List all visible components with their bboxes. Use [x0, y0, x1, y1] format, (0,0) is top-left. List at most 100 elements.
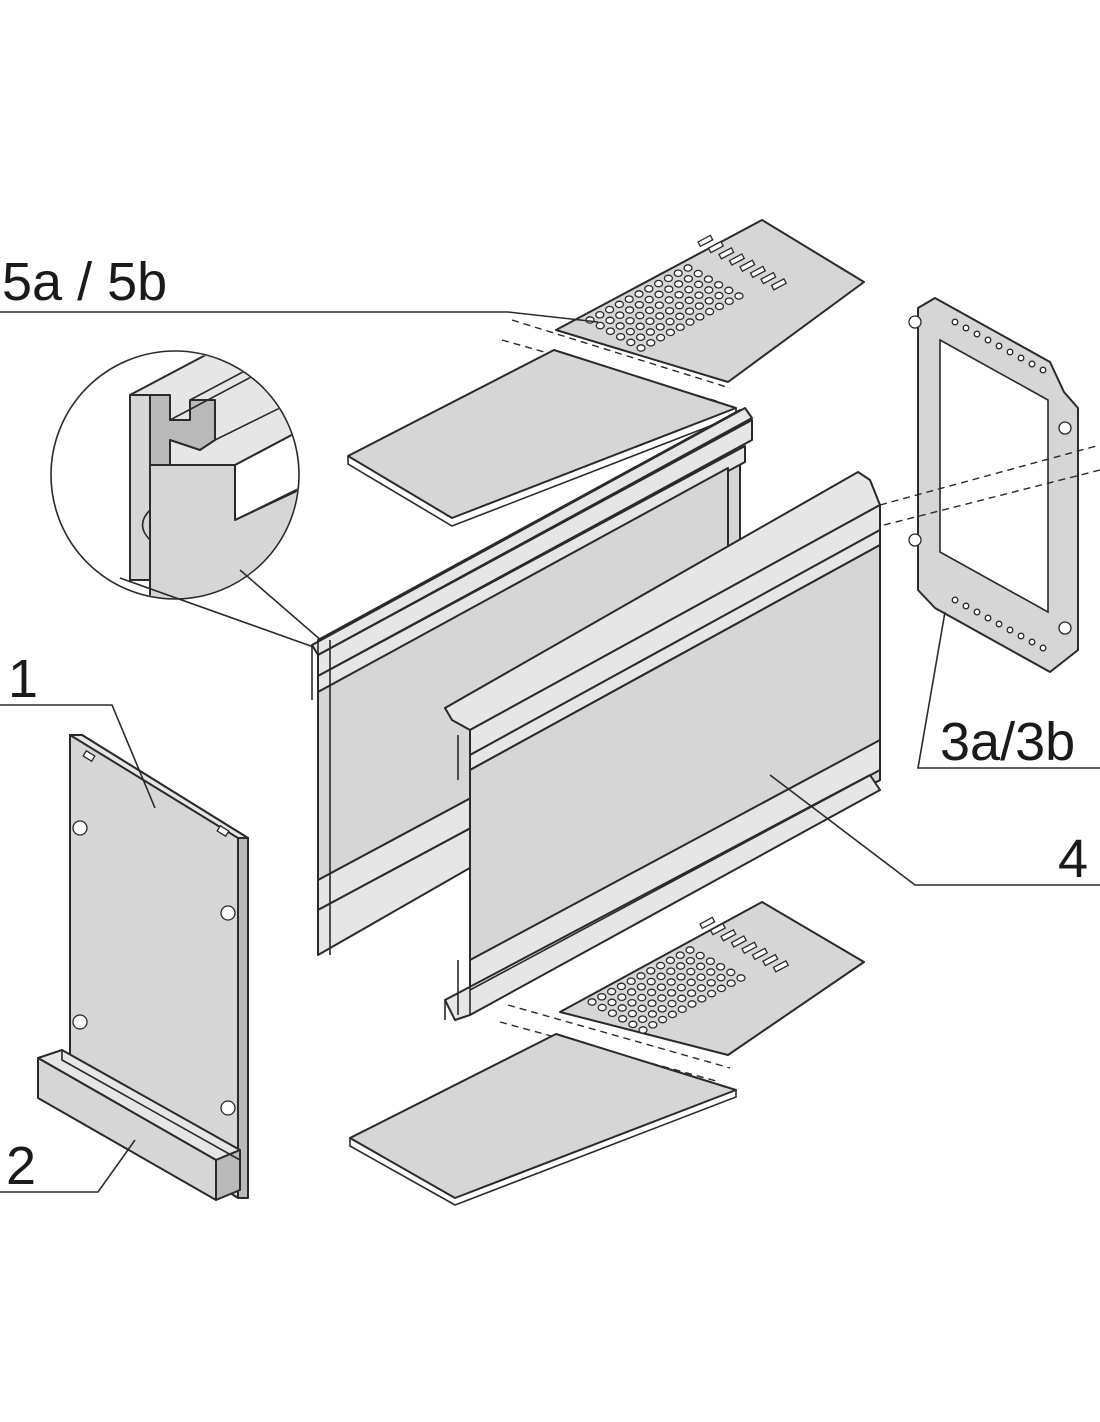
- perforation-hole: [637, 1004, 647, 1013]
- perforation-hole: [667, 999, 677, 1008]
- perforation-hole: [684, 285, 694, 294]
- frame-hole: [962, 324, 970, 332]
- perforation-hole: [716, 984, 727, 993]
- frame-mounting-hole: [1058, 621, 1072, 635]
- frame-hole: [973, 330, 981, 338]
- front-panel-mounting-hole: [72, 1014, 88, 1030]
- perforation-hole: [595, 310, 605, 319]
- perforation-hole: [605, 316, 615, 325]
- perforation-hole: [645, 328, 656, 336]
- frame-hole: [973, 608, 981, 616]
- right-side-profile: [444, 471, 881, 1021]
- leader-line-3a-3b: [917, 611, 1100, 769]
- perforation-hole: [625, 316, 635, 325]
- leader-line-2: [0, 1139, 136, 1193]
- perforation-hole: [697, 994, 707, 1003]
- perforation-slot: [772, 959, 790, 973]
- frame-hole: [1039, 366, 1047, 374]
- perforation-hole: [626, 977, 636, 986]
- perforation-hole: [675, 951, 685, 960]
- frame-hole: [1006, 626, 1014, 634]
- perforation-hole: [615, 322, 625, 330]
- perforation-hole: [626, 988, 637, 996]
- perforation-hole: [675, 323, 685, 332]
- perforation-hole: [666, 967, 676, 976]
- perforation-hole: [636, 982, 647, 991]
- perforation-hole: [714, 291, 724, 300]
- frame-hole: [951, 318, 959, 326]
- top-cover-hole-pattern: [585, 264, 744, 352]
- front-panel-slot: [216, 824, 230, 838]
- perforation-hole: [634, 290, 644, 298]
- perforation-hole: [606, 987, 617, 996]
- perforation-hole: [664, 285, 674, 294]
- perforation-hole: [617, 1004, 627, 1012]
- perforation-hole: [716, 973, 726, 982]
- perforation-hole: [648, 1020, 658, 1029]
- perforation-hole: [684, 307, 695, 316]
- perforation-hole: [654, 301, 665, 310]
- perforation-hole: [706, 978, 716, 987]
- perforation-hole: [637, 993, 647, 1002]
- frame-hole: [1017, 354, 1025, 362]
- perforation-hole: [694, 302, 705, 310]
- perforation-hole: [677, 1005, 687, 1014]
- perforation-hole: [646, 988, 657, 997]
- label-1: 1: [8, 649, 38, 709]
- perforation-hole: [635, 311, 645, 320]
- perforation-hole: [694, 291, 704, 300]
- frame-mounting-hole: [1058, 421, 1072, 435]
- perforation-hole: [655, 322, 665, 331]
- frame-hole: [1028, 638, 1036, 646]
- perforation-hole: [664, 306, 675, 315]
- label-4: 4: [1058, 829, 1088, 889]
- perforation-hole: [713, 280, 724, 289]
- perforation-hole: [637, 1015, 648, 1024]
- label-3a-3b: 3a/3b: [940, 712, 1075, 772]
- perforation-hole: [645, 317, 655, 326]
- perforation-hole: [673, 269, 683, 278]
- front-panel-slot: [82, 749, 96, 763]
- perforation-hole: [644, 295, 654, 304]
- perforation-slot: [699, 916, 716, 930]
- perforation-hole: [654, 290, 664, 299]
- perforation-hole: [683, 274, 694, 283]
- perforation-hole: [664, 296, 674, 304]
- perforation-slot: [741, 941, 758, 955]
- profile-detail-magnifier: [50, 350, 331, 651]
- perforation-hole: [656, 972, 666, 981]
- front-panel-mounting-hole: [220, 905, 236, 921]
- perforation-slot: [697, 234, 714, 248]
- perforation-hole: [696, 973, 706, 982]
- perforation-hole: [704, 307, 715, 316]
- rear-frame-hole-row: [908, 315, 1072, 652]
- perforation-hole: [607, 1009, 618, 1018]
- perforation-hole: [693, 269, 703, 278]
- perforation-hole: [597, 992, 607, 1001]
- perforation-hole: [684, 296, 694, 305]
- perforation-hole: [647, 1010, 658, 1018]
- top-cover-slot-pattern: [697, 234, 788, 291]
- perforation-hole: [726, 979, 736, 988]
- perforation-hole: [693, 280, 704, 289]
- frame-hole: [962, 602, 970, 610]
- perforation-slot: [739, 259, 756, 273]
- frame-hole: [995, 620, 1003, 628]
- perforation-hole: [647, 999, 657, 1008]
- perforation-hole: [673, 280, 684, 288]
- perforation-hole: [665, 328, 676, 337]
- frame-hole: [1006, 348, 1014, 356]
- perforation-hole: [657, 994, 667, 1002]
- perforation-slot: [718, 246, 735, 260]
- perforation-hole: [714, 302, 725, 311]
- front-panel-mounting-hole: [220, 1100, 236, 1116]
- bottom-cover-perforated: [559, 901, 865, 1056]
- perforation-hole: [695, 951, 705, 960]
- perforation-hole: [624, 295, 634, 304]
- perforation-hole: [666, 988, 677, 997]
- perforation-hole: [726, 968, 736, 977]
- leader-line-4: [769, 774, 1100, 886]
- perforation-hole: [656, 983, 667, 992]
- perforation-hole: [685, 946, 695, 954]
- perforation-hole: [666, 978, 676, 986]
